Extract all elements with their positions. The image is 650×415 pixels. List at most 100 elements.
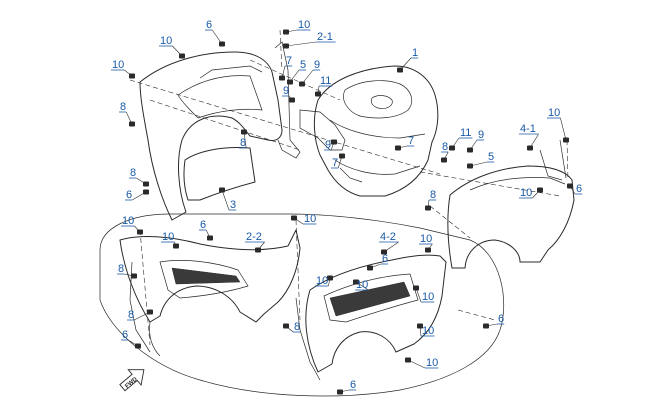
leader-line-40: [285, 325, 294, 333]
callout-label-31: 6: [200, 219, 206, 231]
callout-label-44: 6: [498, 313, 504, 325]
callout-label-5: 1: [412, 47, 418, 59]
callout-label-16: 11: [460, 127, 471, 139]
callout-label-30: 10: [122, 215, 134, 227]
part-mud-flap: [183, 147, 256, 201]
callout-label-6: 7: [286, 55, 292, 67]
leader-line-37: [328, 277, 331, 287]
leader-line-21: [529, 133, 539, 149]
callout-label-22: 8: [430, 189, 436, 201]
callout-label-21: 4-1: [520, 123, 536, 135]
callout-label-24: 6: [576, 183, 582, 195]
callout-label-25: 6: [126, 189, 132, 201]
leader-line-28: [174, 241, 177, 247]
leader-line-31: [205, 229, 211, 239]
leader-line-27: [221, 189, 230, 211]
leader-line-25: [132, 191, 147, 201]
callout-label-40: 8: [294, 321, 300, 333]
callout-label-12: 8: [240, 137, 246, 149]
part-footrest-left: [119, 229, 301, 357]
leader-line-16: [451, 137, 460, 149]
leader-line-17: [469, 139, 478, 151]
alignment-lines: [129, 29, 569, 346]
callout-label-26: 8: [130, 167, 136, 179]
callout-label-19: 5: [488, 151, 494, 163]
leader-line-12: [243, 131, 247, 149]
callout-label-10: 11: [320, 75, 331, 87]
callout-label-35: 6: [382, 253, 388, 265]
leader-line-22: [427, 199, 430, 209]
part-rear-fender-left: [139, 41, 301, 221]
callout-label-39: 10: [422, 291, 434, 303]
leader-line-2: [285, 41, 317, 47]
leader-line-32: [257, 241, 265, 251]
callout-label-29: 10: [304, 213, 316, 225]
leader-line-29: [293, 217, 304, 225]
callout-label-7: 5: [300, 59, 306, 71]
callout-label-13: 9: [325, 139, 331, 151]
callout-label-9: 9: [283, 85, 289, 97]
callout-label-11: 8: [120, 101, 126, 113]
leader-line-0: [211, 29, 223, 45]
callout-label-42: 10: [422, 325, 434, 337]
callout-label-28: 10: [162, 231, 174, 243]
leader-line-35: [369, 263, 382, 269]
leader-line-1: [285, 29, 298, 33]
leader-line-8: [301, 69, 314, 85]
part-rear-fender-right: [447, 139, 575, 269]
callout-label-33: 4-2: [380, 231, 396, 243]
leader-line-41: [134, 311, 151, 321]
leader-line-11: [125, 111, 133, 125]
callout-label-8: 9: [314, 59, 320, 71]
part-footrest-right: [295, 254, 447, 381]
leader-line-36: [124, 273, 135, 277]
callout-label-3: 10: [160, 35, 172, 47]
callout-label-18: 8: [442, 141, 448, 153]
callout-label-41: 8: [128, 309, 134, 321]
leader-line-39: [415, 287, 422, 303]
callout-label-32: 2-2: [246, 231, 262, 243]
leader-line-7: [289, 69, 300, 83]
leader-line-20: [560, 117, 567, 141]
callout-label-0: 6: [206, 19, 212, 31]
leader-line-26: [136, 177, 147, 185]
leader-line-43: [128, 339, 139, 347]
callout-label-36: 8: [118, 263, 124, 275]
leader-line-30: [134, 225, 141, 233]
leader-line-24: [569, 185, 576, 195]
leader-line-23: [532, 189, 541, 199]
callout-label-2: 2-1: [317, 31, 333, 43]
callout-label-34: 10: [420, 233, 432, 245]
callout-label-43: 6: [122, 329, 128, 341]
leader-line-18: [443, 151, 449, 161]
leader-lines: [124, 29, 576, 393]
fasteners: [129, 29, 573, 395]
leader-line-5: [399, 57, 412, 71]
leader-line-15: [337, 155, 343, 169]
callout-label-46: 6: [350, 379, 356, 391]
callout-label-17: 9: [478, 129, 484, 141]
callout-label-37: 10: [316, 275, 328, 287]
leader-line-44: [485, 323, 498, 327]
assembly-outline: [99, 213, 505, 397]
leader-line-38: [355, 281, 369, 291]
leader-line-34: [427, 243, 433, 251]
fwd-arrow: FWD: [119, 369, 145, 392]
leader-line-33: [383, 241, 399, 253]
leader-line-45: [407, 359, 426, 369]
callout-label-14: 7: [408, 135, 414, 147]
callout-label-20: 10: [548, 107, 560, 119]
leader-line-6: [281, 65, 286, 79]
callout-label-4: 10: [112, 59, 124, 71]
leader-line-46: [339, 389, 350, 393]
leader-line-14: [397, 145, 408, 149]
leader-line-9: [288, 95, 293, 101]
callout-label-27: 3: [230, 199, 236, 211]
leader-line-3: [172, 45, 183, 57]
callout-label-45: 10: [426, 357, 438, 369]
callout-label-23: 10: [520, 187, 532, 199]
leader-line-19: [469, 161, 488, 167]
